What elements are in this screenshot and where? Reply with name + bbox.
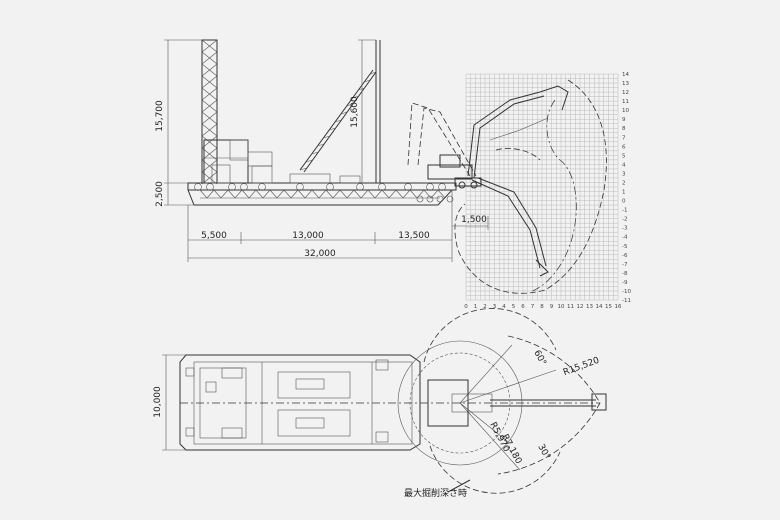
- grid-y-tick: 14: [622, 72, 629, 78]
- span-mid-label: 13,000: [292, 231, 324, 241]
- angle-bottom-label: 30°: [535, 443, 551, 462]
- angle-top-label: 60°: [531, 349, 547, 368]
- grid-y-tick: 9: [622, 117, 626, 123]
- grid-y-tick: -6: [622, 253, 628, 259]
- boom-height-label: 15,600: [350, 96, 360, 128]
- reach-grid: [465, 73, 619, 301]
- spud-crane: [299, 40, 381, 183]
- grid-y-tick: -8: [622, 271, 628, 277]
- grid-y-tick: -7: [622, 262, 628, 268]
- grid-x-tick: 6: [521, 304, 525, 310]
- grid-x-tick: 13: [586, 304, 593, 310]
- plan-view: [162, 308, 607, 494]
- grid-x-tick: 16: [615, 304, 622, 310]
- grid-y-tick: 0: [622, 199, 626, 205]
- grid-y-tick: -3: [622, 226, 628, 232]
- plan-excavator-house: [427, 379, 469, 427]
- grid-y-tick: -11: [622, 298, 631, 304]
- grid-y-tick: 13: [622, 81, 629, 87]
- grid-x-tick: 9: [550, 304, 554, 310]
- grid-y-tick: 1: [622, 190, 626, 196]
- grid-y-tick: -10: [622, 289, 631, 295]
- grid-x-tick: 7: [531, 304, 535, 310]
- deck-equipment: [289, 173, 331, 184]
- grid-y-tick: 8: [622, 126, 626, 132]
- grid-x-tick: 0: [464, 304, 468, 310]
- grid-x-tick: 5: [512, 304, 516, 310]
- offset-label: 1,500: [461, 215, 487, 225]
- tower-height-label: 15,700: [155, 100, 165, 132]
- grid-y-tick: 11: [622, 99, 629, 105]
- barge-hull: [187, 182, 457, 206]
- grid-y-tick: -4: [622, 235, 628, 241]
- grid-x-tick: 4: [502, 304, 506, 310]
- span-left-label: 5,500: [201, 231, 227, 241]
- grid-x-tick: 10: [558, 304, 565, 310]
- plan-bucket: [591, 393, 607, 411]
- grid-x-tick: 11: [567, 304, 574, 310]
- dimension-lines-horizontal: [187, 190, 489, 262]
- grid-y-tick: 3: [622, 171, 626, 177]
- grid-y-tick: -2: [622, 217, 627, 223]
- grid-y-tick: 7: [622, 135, 626, 141]
- excavator: [407, 79, 607, 294]
- grid-x-tick: 8: [540, 304, 544, 310]
- grid-x-tick: 14: [596, 304, 603, 310]
- plan-hull-outline: [179, 354, 421, 451]
- overall-length-label: 32,000: [304, 249, 336, 259]
- grid-x-tick: 12: [577, 304, 584, 310]
- grid-y-tick-labels: 14131211109876543210-1-2-3-4-5-6-7-8-9-1…: [622, 72, 631, 304]
- grid-y-tick: 6: [622, 144, 626, 150]
- grid-x-tick: 2: [483, 304, 487, 310]
- grid-y-tick: 2: [622, 180, 626, 186]
- plan-width-label: 10,000: [153, 386, 163, 418]
- dimension-lines-vertical: [164, 39, 376, 206]
- grid-y-tick: -9: [622, 280, 628, 286]
- radius-large-label: R15,520: [562, 356, 601, 378]
- deck-house: [203, 139, 273, 184]
- grid-y-tick: 10: [622, 108, 629, 114]
- grid-x-tick: 3: [493, 304, 497, 310]
- plan-machinery: [277, 409, 351, 437]
- deck-equipment: [339, 175, 361, 184]
- grid-y-tick: 12: [622, 90, 629, 96]
- grid-x-tick: 15: [605, 304, 612, 310]
- span-right-label: 13,500: [398, 231, 430, 241]
- grid-y-tick: 5: [622, 153, 626, 159]
- grid-y-tick: 4: [622, 162, 626, 168]
- hull-height-label: 2,500: [155, 181, 165, 207]
- plan-machinery: [277, 371, 351, 399]
- grid-y-tick: -5: [622, 244, 628, 250]
- grid-x-tick: 1: [474, 304, 478, 310]
- max-depth-note: 最大掘削深さ時: [404, 487, 467, 499]
- grid-y-tick: -1: [622, 208, 627, 214]
